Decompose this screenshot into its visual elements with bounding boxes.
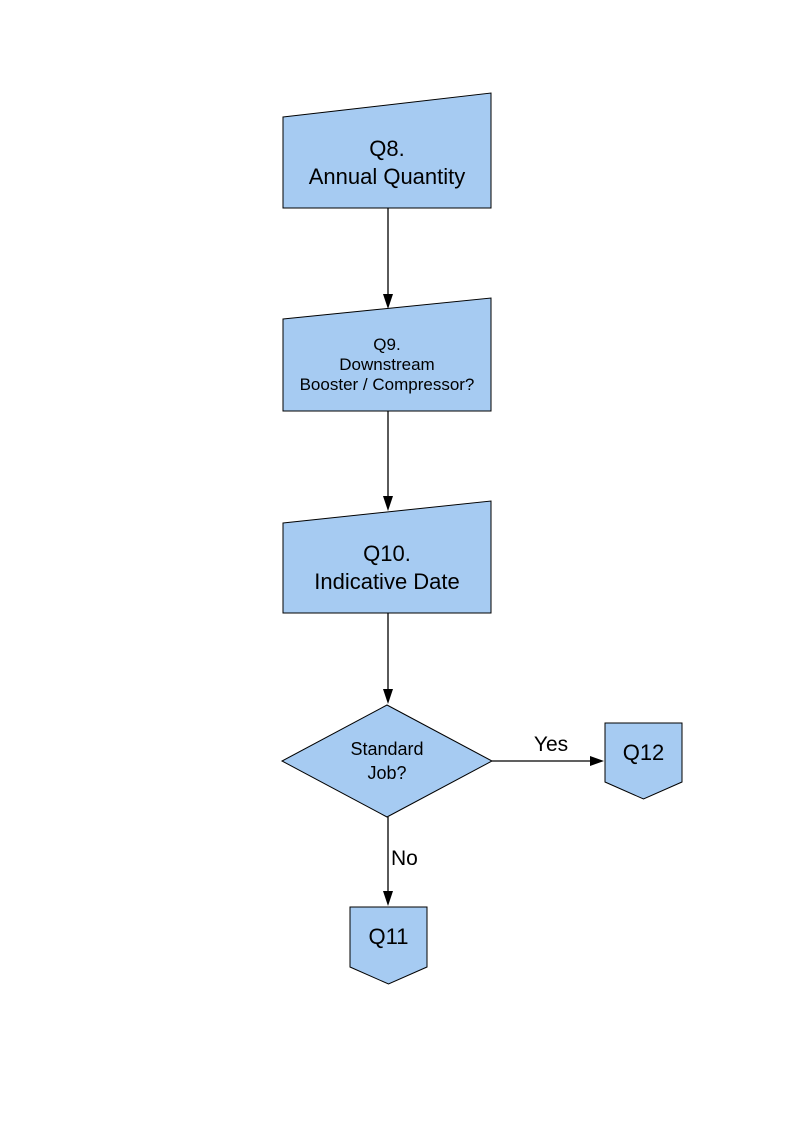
edge-q9-q10-arrowhead-icon (383, 496, 393, 511)
node-q12-connector-shape (604, 722, 683, 800)
node-q11-connector-shape (349, 906, 428, 985)
node-q9-shape (282, 297, 492, 412)
edge-q8-q9-arrowhead-icon (383, 294, 393, 309)
node-q12-label: Q12 (622, 739, 665, 765)
node-standard-job-label: Standard Job? (350, 739, 424, 783)
edge-yes-arrowhead-icon (590, 756, 604, 766)
node-standard-job-decision-shape (280, 704, 494, 818)
node-q9-label: Q9. Downstream Booster / Compressor? (299, 335, 475, 394)
node-q10-shape (282, 500, 492, 614)
edge-yes-label: Yes (533, 733, 569, 756)
node-q11-label: Q11 (368, 924, 409, 949)
edge-no-label: No (391, 847, 418, 870)
node-q8-label: Q8. Annual Quantity (308, 135, 466, 189)
node-q8-shape (282, 92, 492, 209)
edge-q10-decision-arrowhead-icon (383, 689, 393, 704)
node-q10-label: Q10. Indicative Date (314, 541, 460, 594)
edge-no-arrowhead-icon (383, 891, 393, 906)
